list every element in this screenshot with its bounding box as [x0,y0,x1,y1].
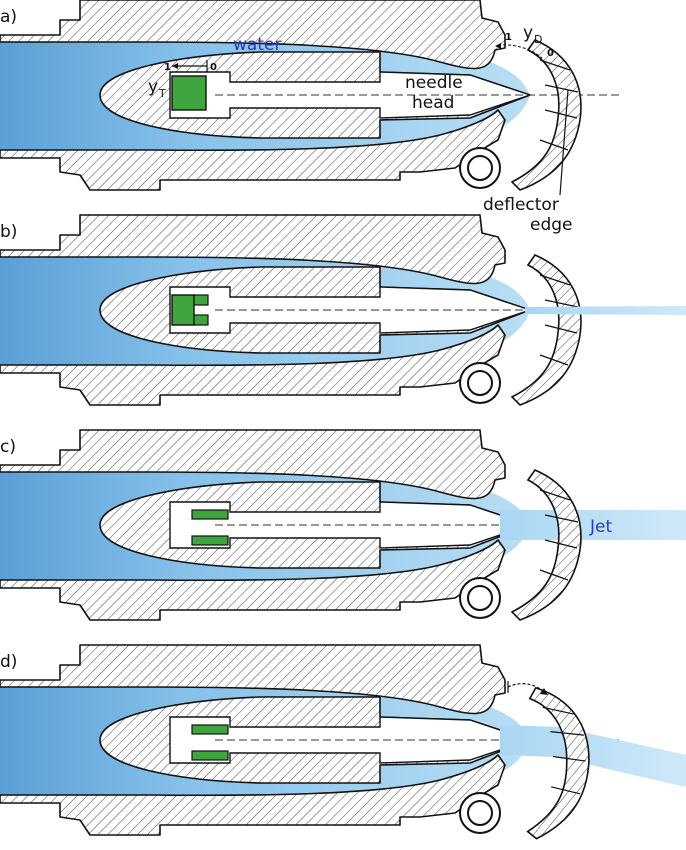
label-deflector: deflector [483,195,559,215]
label-jet: Jet [589,517,612,537]
panel-a: a) water needle head deflector edge y T … [0,0,621,235]
label-yt: y [148,77,158,97]
panel-letter-d: d) [0,652,17,672]
servo-piston [171,294,195,326]
panel-d: d) [0,644,686,841]
svg-text:T: T [158,87,166,100]
svg-text:1: 1 [164,62,171,73]
servo-piston-lower [191,535,229,546]
servo-piston-lower [191,750,229,761]
panel-letter-b: b) [0,222,17,242]
svg-text:0: 0 [210,62,217,73]
label-needle: needle [405,73,463,93]
label-edge: edge [530,215,573,235]
svg-text:1: 1 [505,32,512,43]
label-water: water [233,35,281,55]
servo-piston-upper [191,724,229,735]
label-head: head [412,93,454,113]
servo-piston [171,75,207,111]
panel-c: c) Jet [0,429,686,621]
svg-text:0: 0 [547,48,554,59]
svg-text:D: D [534,33,542,46]
panel-letter-a: a) [0,7,17,27]
panel-b: b) [0,214,686,406]
panel-letter-c: c) [0,437,16,457]
label-yd: y [523,23,533,43]
servo-piston-upper [191,509,229,520]
